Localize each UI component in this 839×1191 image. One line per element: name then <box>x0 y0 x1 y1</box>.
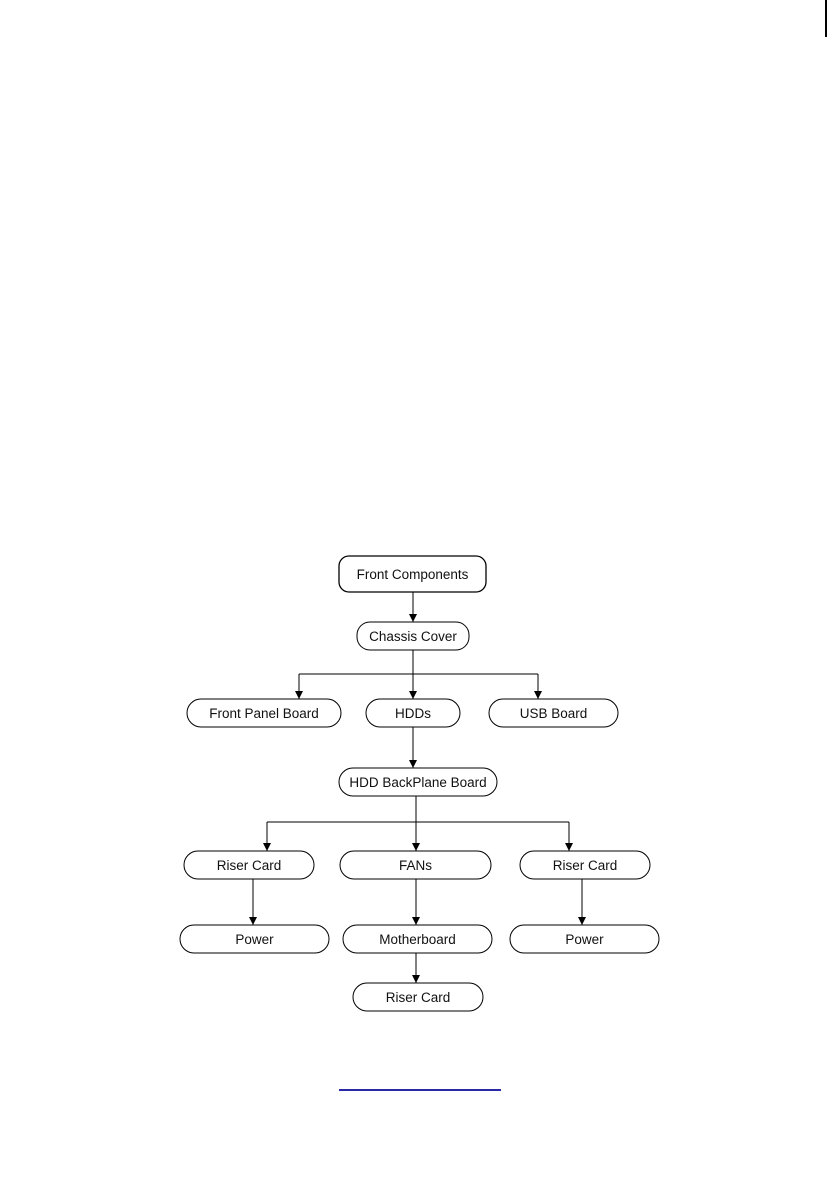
arrow-head-power-left <box>249 917 257 925</box>
node-front-panel-board-label: Front Panel Board <box>209 706 319 721</box>
arrow-head-riser-card-bottom <box>412 975 420 983</box>
arrow-head-riser-card-left <box>263 843 271 851</box>
node-power-right: Power <box>510 925 659 953</box>
node-motherboard: Motherboard <box>343 925 492 953</box>
arrow-head-hdd-backplane-board <box>409 760 417 768</box>
arrow-head-front-panel-board <box>295 691 303 699</box>
arrow-head-fans <box>412 843 420 851</box>
arrow-head-power-right <box>578 917 586 925</box>
node-motherboard-label: Motherboard <box>379 932 456 947</box>
node-chassis-cover: Chassis Cover <box>357 622 469 650</box>
node-usb-board: USB Board <box>489 699 618 727</box>
node-riser-card-left: Riser Card <box>184 851 314 879</box>
node-power-right-label: Power <box>565 932 604 947</box>
node-hdd-backplane-board-label: HDD BackPlane Board <box>349 775 486 790</box>
node-power-left-label: Power <box>235 932 274 947</box>
node-fans: FANs <box>340 851 491 879</box>
node-fans-label: FANs <box>399 858 432 873</box>
node-power-left: Power <box>180 925 329 953</box>
node-hdd-backplane-board: HDD BackPlane Board <box>339 768 497 796</box>
node-hdds: HDDs <box>366 699 460 727</box>
arrow-head-riser-card-right <box>565 843 573 851</box>
node-riser-card-right: Riser Card <box>520 851 650 879</box>
footer-link-underline[interactable] <box>339 1089 501 1091</box>
arrow-head-motherboard <box>412 917 420 925</box>
node-hdds-label: HDDs <box>395 706 431 721</box>
arrow-head-usb-board <box>534 691 542 699</box>
node-riser-card-bottom: Riser Card <box>353 983 483 1011</box>
node-riser-card-right-label: Riser Card <box>553 858 618 873</box>
arrow-head-hdds <box>409 691 417 699</box>
node-chassis-cover-label: Chassis Cover <box>369 629 457 644</box>
node-front-components-label: Front Components <box>357 567 469 582</box>
node-usb-board-label: USB Board <box>520 706 588 721</box>
arrow-head-chassis-cover <box>409 614 417 622</box>
node-riser-card-bottom-label: Riser Card <box>386 990 451 1005</box>
node-front-components: Front Components <box>339 556 486 592</box>
node-front-panel-board: Front Panel Board <box>187 699 341 727</box>
node-riser-card-left-label: Riser Card <box>217 858 282 873</box>
